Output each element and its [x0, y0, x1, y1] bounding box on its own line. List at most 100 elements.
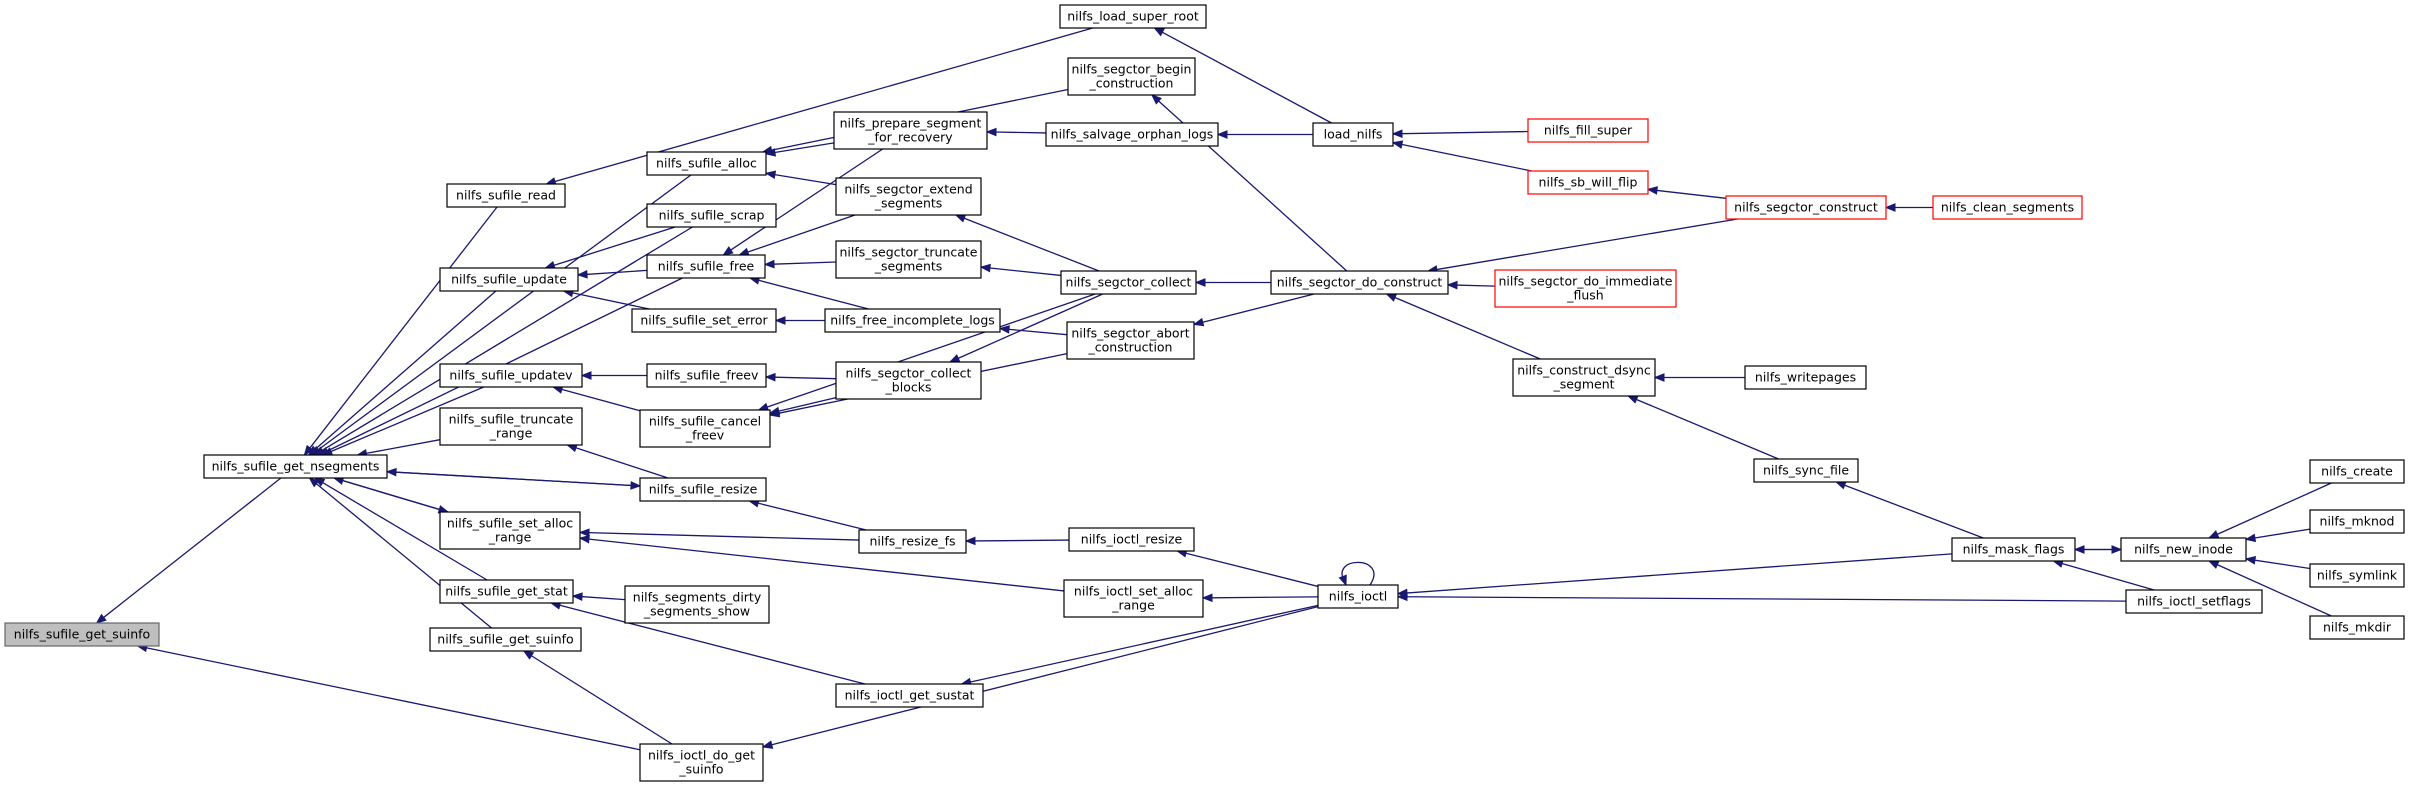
- edge-arrowhead: [1338, 574, 1347, 587]
- node-load-nilfs[interactable]: load_nilfs: [1312, 122, 1394, 147]
- edge-segctor-collect-blocks-to-sufile-freev: [764, 372, 837, 382]
- node-box: [646, 363, 767, 388]
- edge-segctor-do-construct-to-segctor-abort-construction: [1192, 293, 1315, 327]
- node-sufile-set-alloc-range[interactable]: nilfs_sufile_set_alloc_range: [439, 511, 581, 550]
- node-load-super-root[interactable]: nilfs_load_super_root: [1059, 4, 1207, 29]
- node-symlink[interactable]: nilfs_symlink: [2309, 563, 2405, 588]
- node-segctor-collect-blocks[interactable]: nilfs_segctor_collect_blocks: [835, 361, 982, 400]
- node-label: nilfs_segctor_collect: [1066, 275, 1192, 290]
- node-segctor-abort-construction[interactable]: nilfs_segctor_abort_construction: [1066, 321, 1195, 360]
- edge-arrowhead: [95, 613, 107, 624]
- edge-line: [314, 290, 497, 451]
- node-sufile-freev[interactable]: nilfs_sufile_freev: [646, 363, 767, 388]
- node-box: [203, 454, 388, 479]
- node-new-inode[interactable]: nilfs_new_inode: [2120, 537, 2247, 562]
- node-sufile-alloc[interactable]: nilfs_sufile_alloc: [646, 151, 767, 176]
- edge-arrowhead: [1391, 140, 1404, 149]
- edge-line: [1341, 561, 1375, 586]
- node-label: nilfs_sync_file: [1763, 463, 1849, 478]
- edge-arrowhead: [764, 170, 777, 180]
- edge-line: [1655, 189, 1727, 199]
- edge-line: [365, 439, 441, 455]
- node-sufile-update[interactable]: nilfs_sufile_update: [439, 267, 579, 292]
- node-label: nilfs_ioctl_setflags: [2137, 594, 2251, 609]
- node-segments-dirty-show[interactable]: nilfs_segments_dirty_segments_show: [624, 585, 770, 624]
- node-box: [1527, 118, 1649, 143]
- edge-arrowhead: [576, 269, 588, 279]
- node-prepare-segment-for-recovery[interactable]: nilfs_prepare_segment_for_recovery: [833, 111, 988, 150]
- node-label: nilfs_fill_super: [1544, 123, 1633, 138]
- node-get-nsegments[interactable]: nilfs_sufile_get_nsegments: [203, 454, 388, 479]
- node-label: nilfs_sufile_read: [456, 188, 556, 203]
- node-segctor-truncate-segments[interactable]: nilfs_segctor_truncate_segments: [835, 240, 982, 279]
- edge-line: [772, 261, 837, 265]
- node-sufile-truncate-range[interactable]: nilfs_sufile_truncate_range: [439, 407, 583, 446]
- edge-arrowhead: [2207, 560, 2220, 569]
- node-box: [639, 743, 764, 782]
- node-sufile-get-suinfo[interactable]: nilfs_sufile_get_suinfo: [429, 627, 582, 652]
- node-label: _for_recovery: [867, 130, 953, 145]
- edge-get-nsegments-to-get-suinfo-root: [95, 477, 282, 624]
- node-label: nilfs_free_incomplete_logs: [830, 313, 995, 328]
- node-sufile-set-error[interactable]: nilfs_sufile_set_error: [631, 308, 777, 333]
- edge-sb-will-flip-to-load-nilfs: [1391, 140, 1532, 172]
- node-resize-fs[interactable]: nilfs_resize_fs: [858, 529, 967, 554]
- node-box: [2309, 509, 2405, 534]
- node-create[interactable]: nilfs_create: [2309, 459, 2405, 484]
- node-segctor-do-immediate-flush[interactable]: nilfs_segctor_do_immediate_flush: [1494, 269, 1677, 308]
- node-label: nilfs_sufile_truncate: [449, 412, 574, 427]
- edge-line: [773, 173, 837, 186]
- node-ioctl-resize[interactable]: nilfs_ioctl_resize: [1068, 527, 1195, 552]
- node-mask-flags[interactable]: nilfs_mask_flags: [1951, 537, 2076, 562]
- node-box: [4, 622, 160, 647]
- node-sufile-read[interactable]: nilfs_sufile_read: [446, 183, 566, 208]
- node-sufile-updatev[interactable]: nilfs_sufile_updatev: [439, 363, 583, 388]
- node-segctor-begin-construction[interactable]: nilfs_segctor_begin_construction: [1067, 57, 1196, 96]
- node-sb-will-flip[interactable]: nilfs_sb_will_flip: [1527, 170, 1649, 195]
- edge-line: [2216, 482, 2332, 536]
- node-box: [439, 363, 583, 388]
- node-box: [835, 683, 984, 708]
- edge-arrowhead: [1396, 592, 1408, 602]
- node-ioctl-set-alloc-range[interactable]: nilfs_ioctl_set_alloc_range: [1063, 579, 1204, 618]
- node-sufile-get-stat[interactable]: nilfs_sufile_get_stat: [439, 579, 574, 604]
- node-ioctl-get-sustat[interactable]: nilfs_ioctl_get_sustat: [835, 683, 984, 708]
- nodes-layer: nilfs_sufile_get_suinfo nilfs_sufile_get_…: [4, 4, 2405, 782]
- edge-arrowhead: [1834, 481, 1847, 490]
- node-sufile-cancel-freev[interactable]: nilfs_sufile_cancel_freev: [639, 409, 771, 448]
- node-label: nilfs_segctor_abort: [1071, 326, 1189, 341]
- node-box: [1066, 321, 1195, 360]
- node-ioctl-do-get-suinfo[interactable]: nilfs_ioctl_do_get_suinfo: [639, 743, 764, 782]
- node-segctor-collect[interactable]: nilfs_segctor_collect: [1060, 270, 1197, 295]
- node-segctor-extend-segments[interactable]: nilfs_segctor_extend_segments: [835, 177, 982, 216]
- node-ioctl-setflags[interactable]: nilfs_ioctl_setflags: [2125, 589, 2263, 614]
- node-clean-segments[interactable]: nilfs_clean_segments: [1932, 195, 2083, 220]
- node-salvage-orphan-logs[interactable]: nilfs_salvage_orphan_logs: [1045, 122, 1219, 147]
- edge-line: [746, 214, 856, 254]
- edge-arrowhead: [1150, 94, 1162, 105]
- node-label: _range: [488, 530, 532, 545]
- edge-mask-flags-to-sync-file: [1834, 481, 1984, 539]
- node-ioctl[interactable]: nilfs_ioctl: [1317, 584, 1399, 609]
- node-sufile-free[interactable]: nilfs_sufile_free: [646, 254, 766, 279]
- node-construct-dsync-segment[interactable]: nilfs_construct_dsync_segment: [1512, 358, 1656, 397]
- node-box: [439, 267, 579, 292]
- node-mknod[interactable]: nilfs_mknod: [2309, 509, 2405, 534]
- node-fill-super[interactable]: nilfs_fill_super: [1527, 118, 1649, 143]
- edge-load-super-root-to-sufile-read: [544, 27, 1093, 186]
- node-segctor-do-construct[interactable]: nilfs_segctor_do_construct: [1270, 270, 1449, 295]
- node-label: nilfs_ioctl_resize: [1081, 532, 1183, 547]
- edge-line: [1405, 596, 2127, 602]
- node-writepages[interactable]: nilfs_writepages: [1744, 365, 1867, 390]
- node-free-incomplete-logs[interactable]: nilfs_free_incomplete_logs: [824, 308, 1001, 333]
- edge-arrowhead: [998, 325, 1010, 334]
- node-sufile-resize[interactable]: nilfs_sufile_resize: [639, 477, 767, 502]
- node-box: [824, 308, 1001, 333]
- node-mkdir[interactable]: nilfs_mkdir: [2309, 615, 2405, 640]
- node-segctor-construct[interactable]: nilfs_segctor_construct: [1725, 195, 1887, 220]
- node-box: [439, 407, 583, 446]
- node-sync-file[interactable]: nilfs_sync_file: [1753, 458, 1859, 483]
- node-get-suinfo-root[interactable]: nilfs_sufile_get_suinfo: [4, 622, 160, 647]
- edge-arrowhead: [578, 534, 590, 544]
- node-sufile-scrap[interactable]: nilfs_sufile_scrap: [646, 203, 777, 228]
